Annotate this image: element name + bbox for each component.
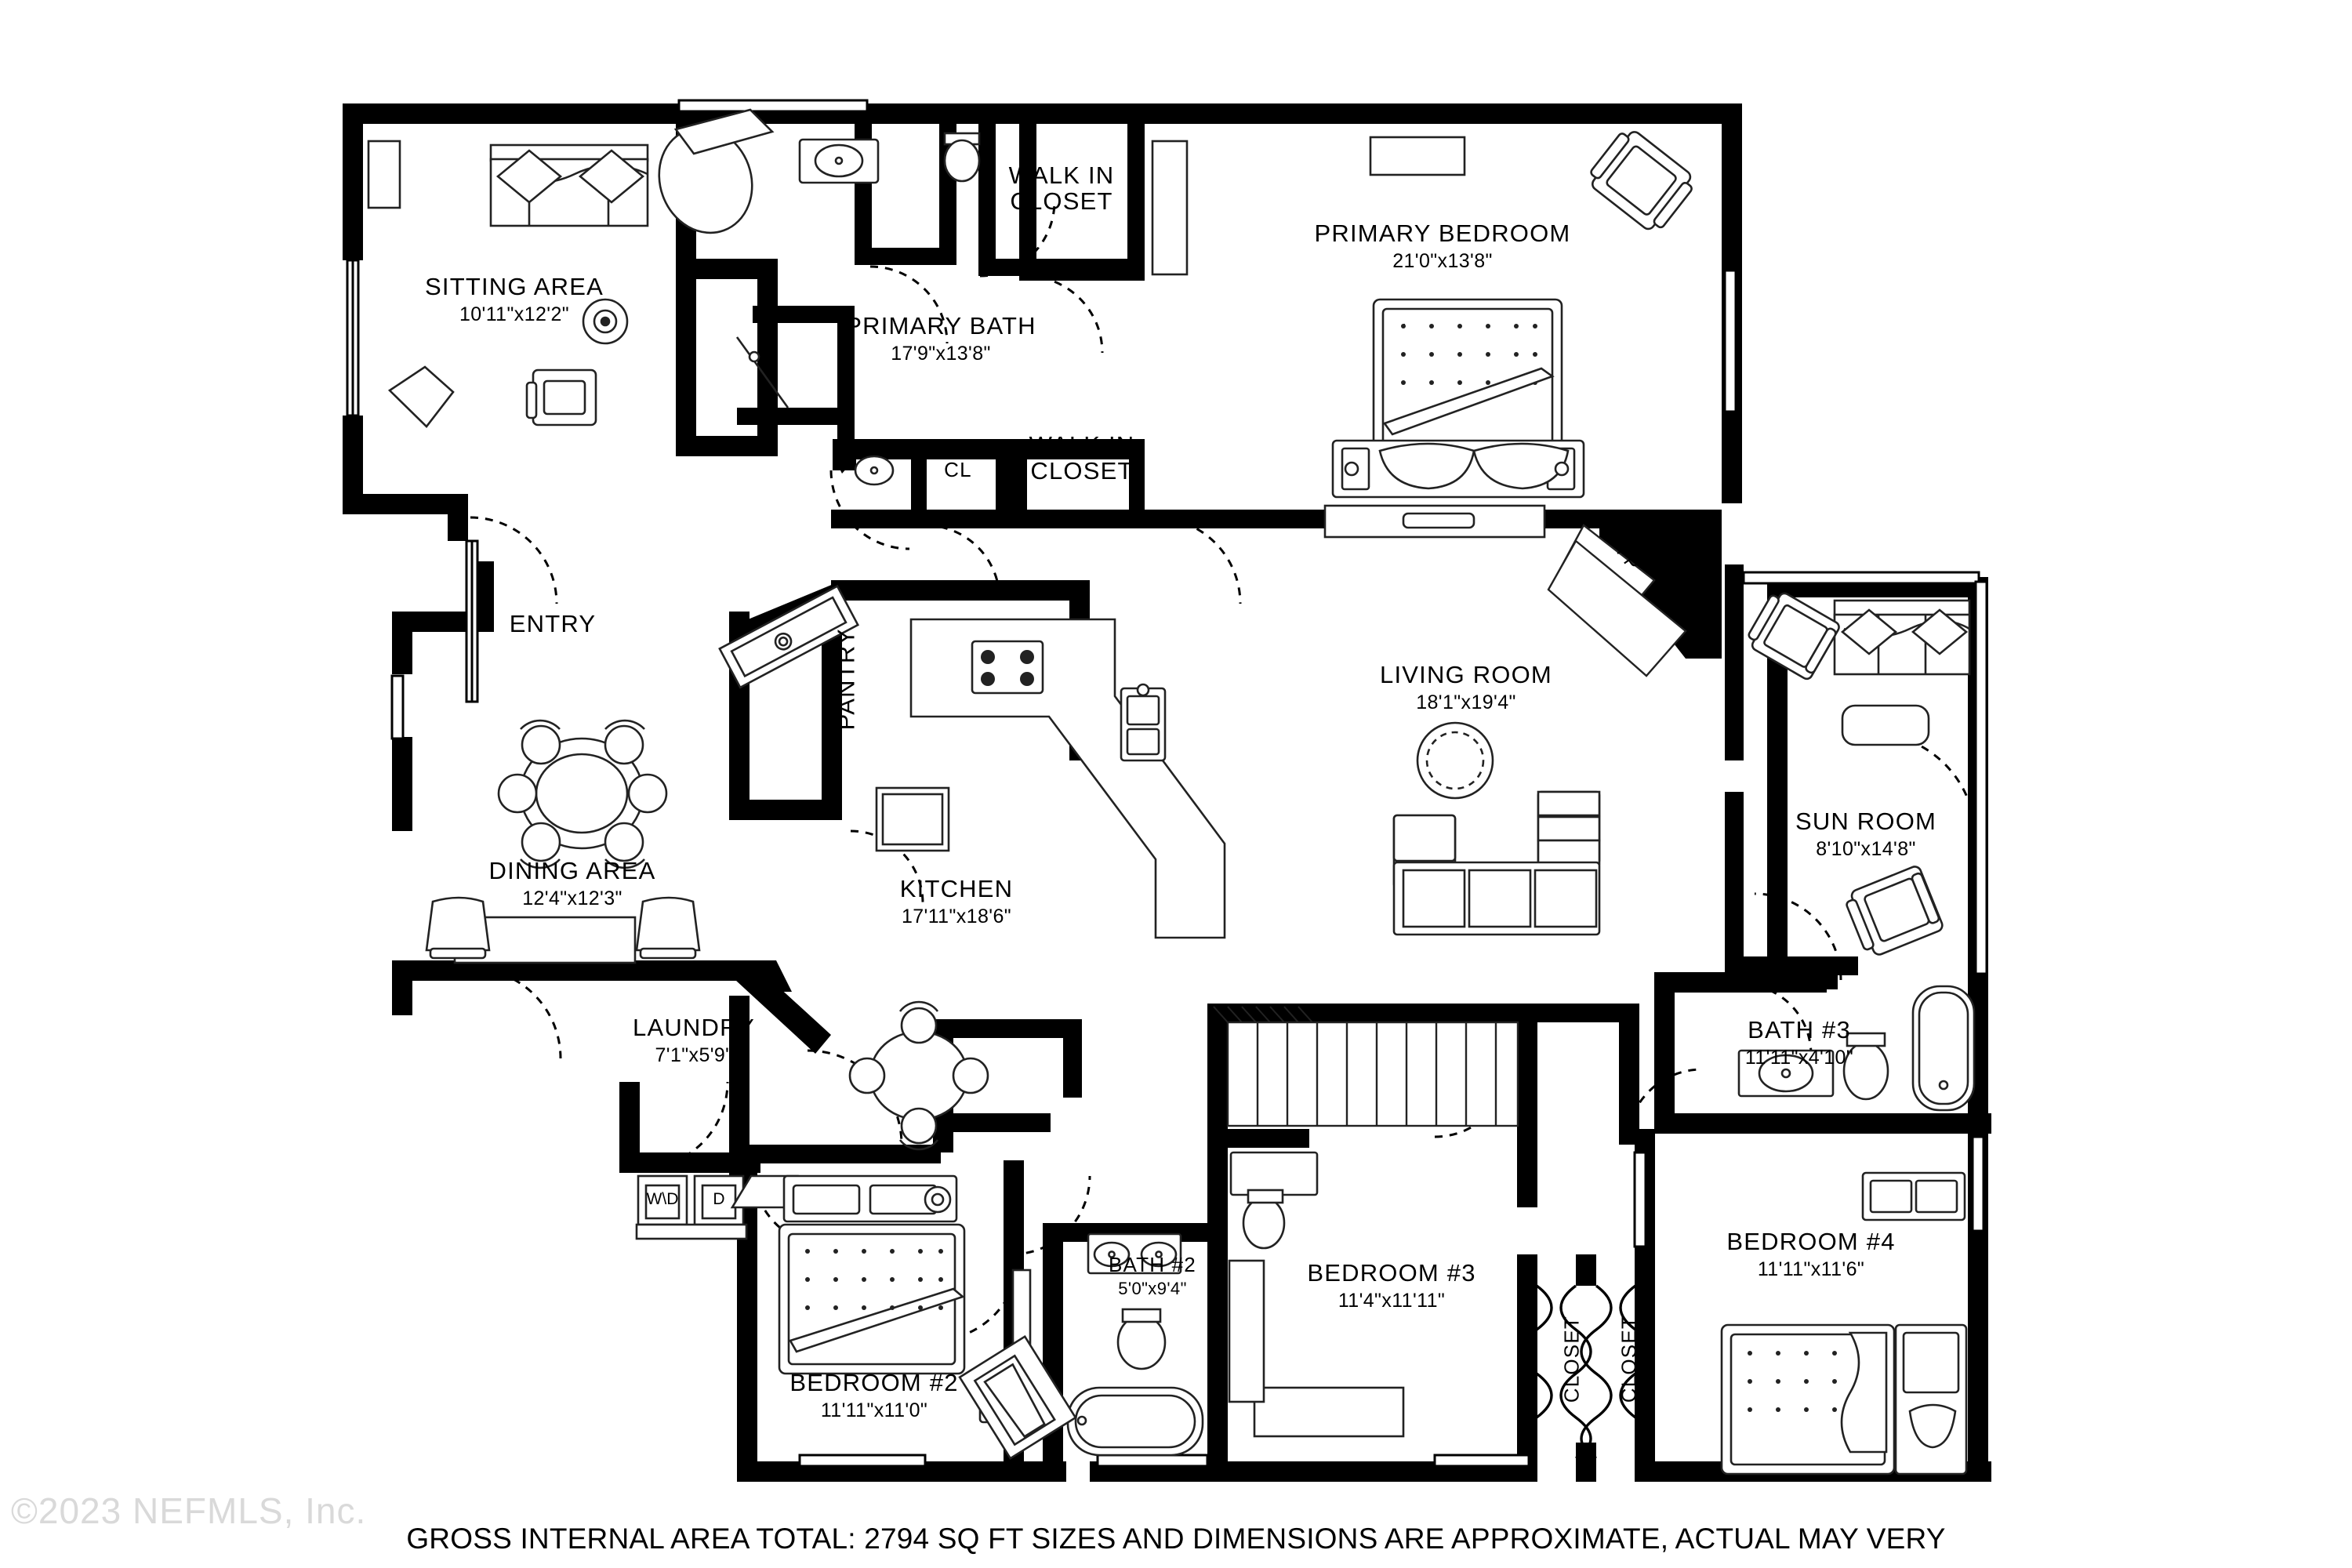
room-label-primary-bedroom: PRIMARY BEDROOM 21'0"x13'8" xyxy=(1254,220,1631,272)
room-dimensions: 17'9"x13'8" xyxy=(891,342,991,365)
room-name: ENTRY xyxy=(509,610,597,637)
room-dimensions: 10'11"x12'2" xyxy=(459,303,570,325)
room-label-walk-in-closet-2: WALK IN CLOSET xyxy=(996,431,1168,485)
room-name: DINING AREA xyxy=(488,857,656,884)
room-dimensions: 17'11"x18'6" xyxy=(901,905,1012,927)
room-label-entry: ENTRY xyxy=(474,610,631,637)
washer-text: W\D xyxy=(646,1190,679,1208)
room-dimensions: 11'11"x4'10" xyxy=(1744,1046,1854,1069)
room-name: PRIMARY BEDROOM xyxy=(1314,220,1571,247)
room-label-dining-area: DINING AREA 12'4"x12'3" xyxy=(455,858,690,909)
room-dimensions: 12'4"x12'3" xyxy=(522,887,622,909)
room-label-walk-in-closet-1: WALK IN CLOSET xyxy=(975,162,1148,215)
room-label-bath-3: BATH #3 11'11"x4'10" xyxy=(1701,1016,1897,1069)
room-name: WALK IN xyxy=(1029,431,1135,459)
room-name: CLOSET xyxy=(1617,1316,1641,1403)
room-label-primary-bath: PRIMARY BATH 17'9"x13'8" xyxy=(831,312,1051,365)
room-name: BATH #2 xyxy=(1109,1253,1196,1276)
room-name: SITTING AREA xyxy=(425,273,604,300)
room-dimensions: 5'0"x9'4" xyxy=(1118,1279,1187,1299)
room-dimensions: 7'1"x5'9" xyxy=(655,1044,733,1066)
room-label-closet-1: CLOSET xyxy=(1559,1281,1584,1438)
room-name: CLOSET xyxy=(1559,1316,1584,1403)
room-name: SUN ROOM xyxy=(1795,808,1937,835)
room-name-line2: CLOSET xyxy=(1030,456,1134,485)
room-name: PRIMARY BATH xyxy=(845,312,1036,339)
room-name-line2: CLOSET xyxy=(1010,187,1113,215)
room-dimensions: 11'4"x11'11" xyxy=(1338,1289,1446,1312)
room-name: BEDROOM #2 xyxy=(789,1369,959,1396)
room-name: LAUNDRY xyxy=(633,1014,755,1041)
room-label-laundry: LAUNDRY 7'1"x5'9" xyxy=(600,1014,788,1066)
room-label-bedroom-4: BEDROOM #4 11'11"x11'6" xyxy=(1690,1229,1933,1280)
room-dimensions: 8'10"x14'8" xyxy=(1816,837,1916,860)
dryer-label: D xyxy=(695,1190,742,1209)
room-name: CL xyxy=(944,458,972,481)
room-label-cl: CL xyxy=(919,459,997,481)
room-label-bedroom-3: BEDROOM #3 11'4"x11'11" xyxy=(1270,1259,1513,1312)
room-label-pantry: PANTRY xyxy=(832,601,860,757)
copyright-watermark: ©2023 NEFMLS, Inc. xyxy=(11,1490,367,1531)
room-name: BATH #3 xyxy=(1748,1016,1851,1044)
room-name: BEDROOM #4 xyxy=(1726,1228,1896,1255)
area-caption: GROSS INTERNAL AREA TOTAL: 2794 SQ FT SI… xyxy=(406,1523,1946,1555)
room-name: PANTRY xyxy=(832,628,860,731)
fireplace-hatch xyxy=(1547,524,1687,677)
room-dimensions: 11'11"x11'0" xyxy=(820,1399,928,1421)
washer-label: W\D xyxy=(639,1190,686,1209)
room-label-closet-2: CLOSET xyxy=(1617,1281,1641,1438)
room-label-sitting-area: SITTING AREA 10'11"x12'2" xyxy=(405,274,624,325)
furniture xyxy=(367,108,1976,1475)
room-label-kitchen: KITCHEN 17'11"x18'6" xyxy=(839,875,1074,927)
room-dimensions: 18'1"x19'4" xyxy=(1416,691,1516,713)
room-label-bath-2: BATH #2 5'0"x9'4" xyxy=(1074,1254,1231,1299)
room-name: LIVING ROOM xyxy=(1380,661,1552,688)
room-label-sun-room: SUN ROOM 8'10"x14'8" xyxy=(1764,808,1968,860)
room-name: WALK IN xyxy=(1008,162,1115,189)
room-label-bedroom-2: BEDROOM #2 11'11"x11'0" xyxy=(753,1370,996,1421)
room-name: BEDROOM #3 xyxy=(1307,1259,1476,1287)
room-name: KITCHEN xyxy=(899,875,1014,902)
dryer-text: D xyxy=(713,1190,725,1208)
room-label-living-room: LIVING ROOM 18'1"x19'4" xyxy=(1333,662,1599,713)
room-dimensions: 11'11"x11'6" xyxy=(1757,1258,1865,1280)
room-dimensions: 21'0"x13'8" xyxy=(1392,249,1493,272)
